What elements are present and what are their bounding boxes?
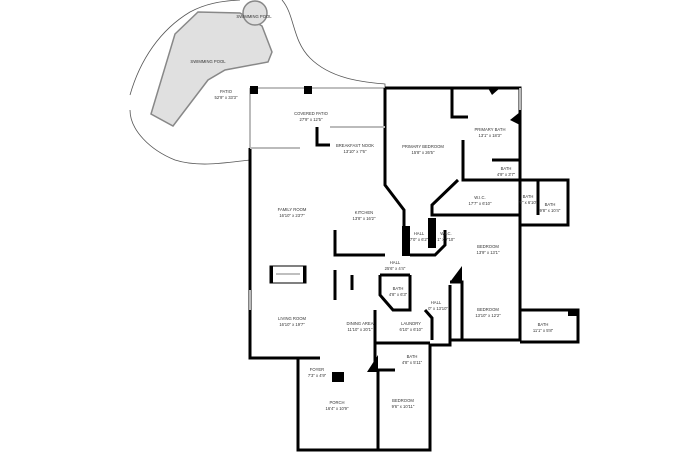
room-dims: 7'3" x 4'9" xyxy=(308,373,327,378)
room-dims: 27'9" x 12'5" xyxy=(300,117,323,122)
room-dims: 13'9" x 13'1" xyxy=(477,250,500,255)
room-dims: '6" x 6'10" xyxy=(519,200,538,205)
room-dims: 11'1" x 5'8" xyxy=(533,328,554,333)
room-dims: 0" x 13'10" xyxy=(428,306,448,311)
room-label: PATIO xyxy=(220,89,233,94)
room-dims: 1" x 7'10" xyxy=(437,237,455,242)
room-label: W.I.C. xyxy=(474,195,485,200)
room-label: PORCH xyxy=(329,400,344,405)
room-label: PRIMARY BATH xyxy=(475,127,506,132)
room-label: BREAKFAST NOOK xyxy=(336,143,374,148)
room-labels: SWIMMING POOL SWIMMING POOL PATIO 52'9" … xyxy=(190,14,560,411)
room-label: LAUNDRY xyxy=(401,321,421,326)
walls xyxy=(248,86,580,452)
room-dims: 16'4" x 10'9" xyxy=(326,406,349,411)
room-dims: 11'10" x 20'1" xyxy=(348,327,373,332)
room-label: HALL xyxy=(431,300,442,305)
room-label: HALL xyxy=(390,260,401,265)
room-label: SWIMMING POOL xyxy=(190,59,226,64)
room-label: SWIMMING POOL xyxy=(236,14,272,19)
room-label: BATH xyxy=(538,322,549,327)
room-label: DINING AREA xyxy=(347,321,374,326)
swimming-pool-spa xyxy=(242,0,268,26)
room-label: FAMILY ROOM xyxy=(278,207,307,212)
room-dims: 9'8" x 10'4" xyxy=(540,208,561,213)
room-label: BATH xyxy=(545,202,556,207)
room-label: BEDROOM xyxy=(392,398,414,403)
room-dims: 17'7" x 6'10" xyxy=(469,201,492,206)
room-dims: 4'9" x 3'7" xyxy=(497,172,516,177)
fireplace xyxy=(269,265,307,284)
room-label: FOYER xyxy=(310,367,324,372)
room-dims: 25'6" x 4'4" xyxy=(385,266,406,271)
room-label: HALL xyxy=(414,231,425,236)
room-dims: 52'9" x 33'3" xyxy=(215,95,238,100)
room-label: BATH xyxy=(523,194,534,199)
room-label: W.I.C. xyxy=(440,231,451,236)
room-dims: 7'0" x 6'2" xyxy=(410,237,429,242)
room-dims: 13'1" x 18'3" xyxy=(479,133,502,138)
room-label: KITCHEN xyxy=(355,210,373,215)
room-dims: 16'10" x 23'7" xyxy=(279,213,305,218)
room-label: BATH xyxy=(407,354,418,359)
room-label: COVERED PATIO xyxy=(294,111,329,116)
room-label: BEDROOM xyxy=(477,244,499,249)
room-dims: 15'8" x 26'5" xyxy=(412,150,435,155)
room-label: BEDROOM xyxy=(477,307,499,312)
room-dims: 4'8" x 5'11" xyxy=(402,360,423,365)
patio-outline xyxy=(129,0,386,165)
room-dims: 13'10" x 7'6" xyxy=(344,149,367,154)
room-label: PRIMARY BEDROOM xyxy=(402,144,444,149)
room-dims: 13'10" x 12'2" xyxy=(475,313,501,318)
room-dims: 13'8" x 16'2" xyxy=(353,216,376,221)
room-dims: 6'10" x 6'10" xyxy=(400,327,423,332)
room-label: BATH xyxy=(393,286,404,291)
room-label: BATH xyxy=(501,166,512,171)
room-dims: 9'6" x 10'11" xyxy=(392,404,415,409)
swimming-pool xyxy=(150,11,273,127)
room-dims: 16'10" x 19'7" xyxy=(279,322,305,327)
room-dims: 4'8" x 6'3" xyxy=(389,292,408,297)
room-label: LIVING ROOM xyxy=(278,316,306,321)
